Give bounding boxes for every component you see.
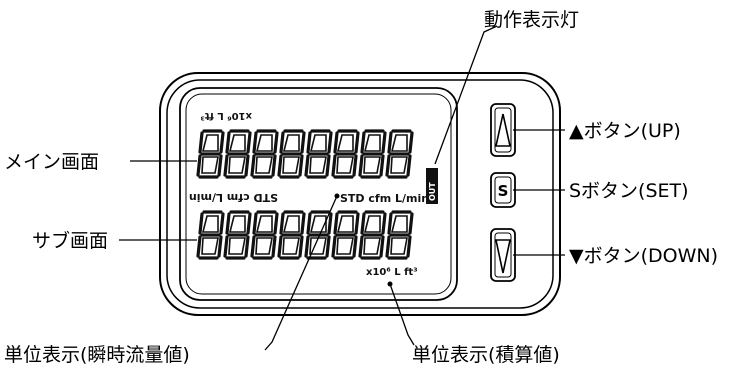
label-main-screen: メイン画面	[4, 151, 99, 173]
sub-digit-3	[250, 210, 279, 260]
sub-digit-5	[304, 210, 333, 260]
label-up-button: ▲ボタン(UP)	[569, 120, 681, 142]
sub-digit-8	[385, 210, 414, 260]
main-units-bottom-upside: STD cfm L/min	[189, 191, 278, 204]
sub-digit-2	[223, 210, 252, 260]
label-sub-screen: サブ画面	[32, 229, 108, 252]
unit-display-total: x10⁶ L ft³	[366, 267, 418, 278]
main-digit-2	[223, 129, 252, 179]
main-digit-6	[331, 129, 360, 179]
leader-unit-total	[389, 283, 415, 346]
sub-digit-7	[358, 210, 387, 260]
label-output-light: 動作表示灯	[484, 9, 579, 31]
main-digit-5	[304, 129, 333, 179]
sub-digit-6	[331, 210, 360, 260]
main-digit-row	[196, 129, 414, 179]
label-unit-total: 単位表示(積算値)	[412, 344, 560, 366]
sub-digit-1	[196, 210, 225, 260]
label-unit-instant: 単位表示(瞬時流量値)	[4, 344, 190, 366]
main-digit-4	[277, 129, 306, 179]
main-digit-8	[385, 129, 414, 179]
output-indicator-text: OUT	[428, 182, 437, 201]
set-button[interactable]: S	[490, 172, 516, 208]
set-s-icon: S	[498, 182, 509, 200]
sub-digit-row	[196, 210, 414, 260]
label-set-button: Sボタン(SET)	[569, 180, 689, 202]
unit-display-instant: STD cfm L/min	[340, 192, 429, 205]
leader-unit-instant	[264, 195, 338, 351]
sub-digit-4	[277, 210, 306, 260]
output-indicator-light	[426, 168, 438, 204]
down-button[interactable]	[490, 228, 516, 282]
main-digit-3	[250, 129, 279, 179]
main-digit-7	[358, 129, 387, 179]
up-arrow-icon	[495, 113, 511, 147]
main-units-upside: x10⁶ L ft³	[200, 110, 252, 121]
down-arrow-icon	[495, 239, 511, 274]
main-digit-1	[196, 129, 225, 179]
up-button[interactable]	[490, 103, 516, 157]
device-housing-inner	[166, 79, 554, 309]
label-down-button: ▼ボタン(DOWN)	[569, 245, 718, 267]
lcd-window-inner	[185, 93, 452, 295]
leader-output-light	[434, 25, 498, 165]
